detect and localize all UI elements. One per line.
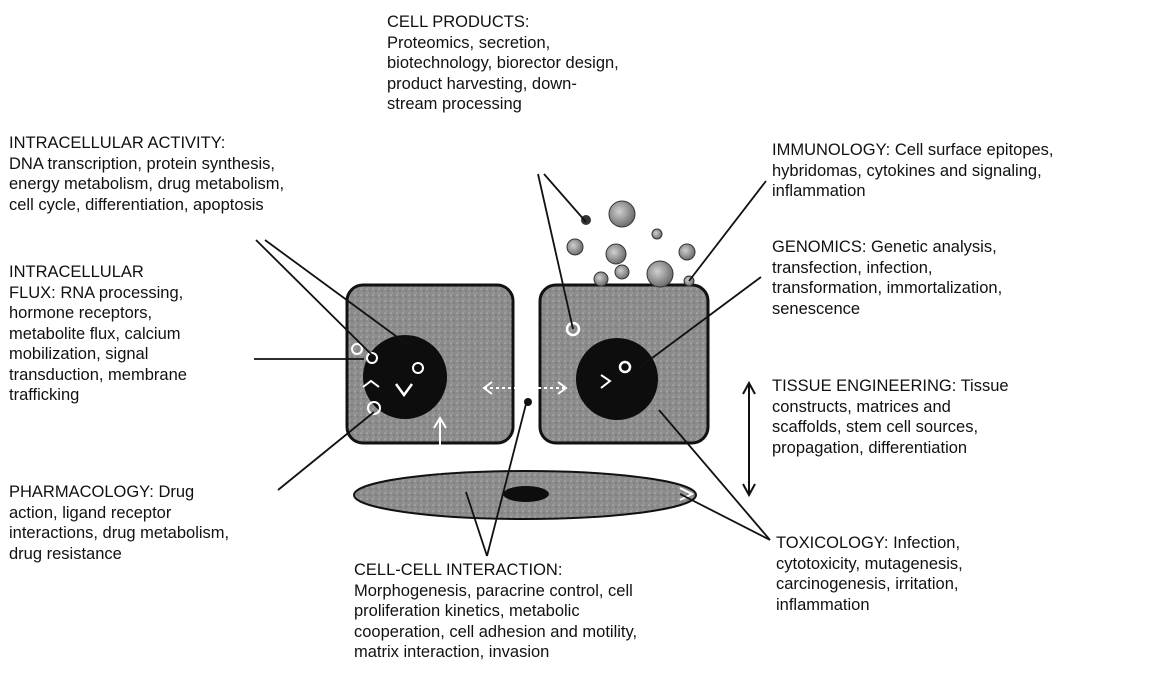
intracellular-flux-line: mobilization, signal bbox=[9, 344, 187, 365]
toxicology-heading: TOXICOLOGY: Infection, bbox=[776, 533, 963, 554]
cell-products-line: product harvesting, down- bbox=[387, 74, 619, 95]
intracellular-activity-line: energy metabolism, drug metabolism, bbox=[9, 174, 284, 195]
immunology-line: hybridomas, cytokines and signaling, bbox=[772, 161, 1054, 182]
genomics-line: senescence bbox=[772, 299, 1002, 320]
right-nucleus bbox=[576, 338, 658, 420]
tissue-engineering-block: TISSUE ENGINEERING: Tissue constructs, m… bbox=[772, 376, 1009, 458]
tissue-engineering-heading: TISSUE ENGINEERING: Tissue bbox=[772, 376, 1009, 397]
intracellular-flux-heading: INTRACELLULAR bbox=[9, 262, 187, 283]
genomics-line: transfection, infection, bbox=[772, 258, 1002, 279]
tissue-engineering-line: scaffolds, stem cell sources, bbox=[772, 417, 1009, 438]
toxicology-line: inflammation bbox=[776, 595, 963, 616]
pharmacology-heading: PHARMACOLOGY: Drug bbox=[9, 482, 229, 503]
pharmacology-line: action, ligand receptor bbox=[9, 503, 229, 524]
cell-products-line: biotechnology, biorector design, bbox=[387, 53, 619, 74]
cell-products-line: stream processing bbox=[387, 94, 619, 115]
intracellular-flux-block: INTRACELLULAR FLUX: RNA processing, horm… bbox=[9, 262, 187, 406]
immunology-block: IMMUNOLOGY: Cell surface epitopes, hybri… bbox=[772, 140, 1054, 202]
intracellular-activity-block: INTRACELLULAR ACTIVITY: DNA transcriptio… bbox=[9, 133, 284, 215]
pharmacology-line: drug resistance bbox=[9, 544, 229, 565]
immunology-heading: IMMUNOLOGY: Cell surface epitopes, bbox=[772, 140, 1054, 161]
pharmacology-block: PHARMACOLOGY: Drug action, ligand recept… bbox=[9, 482, 229, 564]
cell-cell-interaction-heading: CELL-CELL INTERACTION: bbox=[354, 560, 637, 581]
genomics-line: transformation, immortalization, bbox=[772, 278, 1002, 299]
intracellular-flux-line: metabolite flux, calcium bbox=[9, 324, 187, 345]
toxicology-line: cytotoxicity, mutagenesis, bbox=[776, 554, 963, 575]
genomics-heading: GENOMICS: Genetic analysis, bbox=[772, 237, 1002, 258]
cell-cell-interaction-line: Morphogenesis, paracrine control, cell bbox=[354, 581, 637, 602]
cell-products-block: CELL PRODUCTS: Proteomics, secretion, bi… bbox=[387, 12, 619, 115]
cell-products-heading: CELL PRODUCTS: bbox=[387, 12, 619, 33]
tissue-engineering-line: propagation, differentiation bbox=[772, 438, 1009, 459]
intracellular-activity-line: cell cycle, differentiation, apoptosis bbox=[9, 195, 284, 216]
cell-cell-interaction-line: matrix interaction, invasion bbox=[354, 642, 637, 663]
genomics-block: GENOMICS: Genetic analysis, transfection… bbox=[772, 237, 1002, 319]
tissue-engineering-line: constructs, matrices and bbox=[772, 397, 1009, 418]
intracellular-activity-line: DNA transcription, protein synthesis, bbox=[9, 154, 284, 175]
intracellular-flux-line: trafficking bbox=[9, 385, 187, 406]
intracellular-flux-line: transduction, membrane bbox=[9, 365, 187, 386]
immunology-line: inflammation bbox=[772, 181, 1054, 202]
toxicology-block: TOXICOLOGY: Infection, cytotoxicity, mut… bbox=[776, 533, 963, 615]
cell-products-line: Proteomics, secretion, bbox=[387, 33, 619, 54]
cell-cell-interaction-line: proliferation kinetics, metabolic bbox=[354, 601, 637, 622]
pharmacology-line: interactions, drug metabolism, bbox=[9, 523, 229, 544]
secreted-vesicles bbox=[567, 201, 695, 287]
intracellular-activity-heading: INTRACELLULAR ACTIVITY: bbox=[9, 133, 284, 154]
cell-cell-interaction-line: cooperation, cell adhesion and motility, bbox=[354, 622, 637, 643]
matrix-nucleus bbox=[503, 486, 549, 502]
cell-cell-interaction-block: CELL-CELL INTERACTION: Morphogenesis, pa… bbox=[354, 560, 637, 663]
intracellular-flux-line: FLUX: RNA processing, bbox=[9, 283, 187, 304]
toxicology-line: carcinogenesis, irritation, bbox=[776, 574, 963, 595]
left-nucleus bbox=[363, 335, 447, 419]
intracellular-flux-line: hormone receptors, bbox=[9, 303, 187, 324]
